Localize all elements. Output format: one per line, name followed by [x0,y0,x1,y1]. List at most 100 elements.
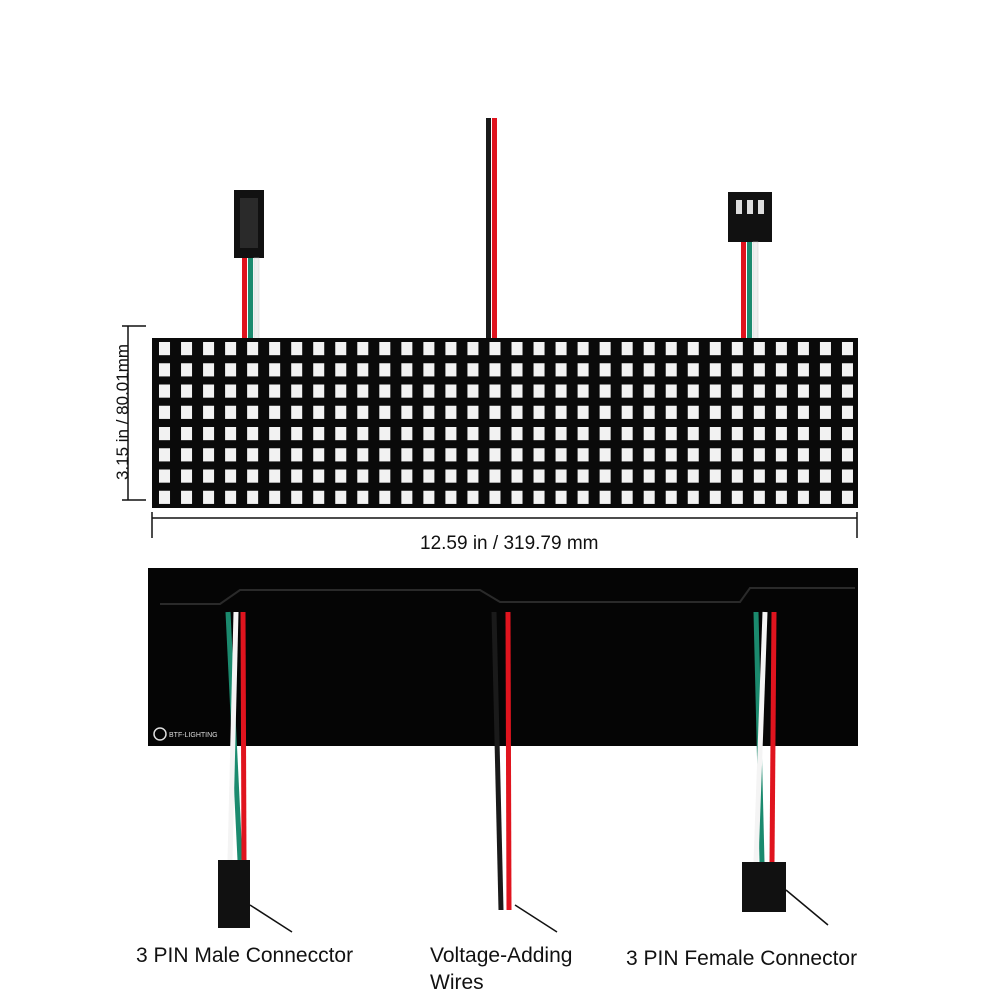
led [225,490,237,504]
led [599,405,611,419]
led [621,363,633,377]
led [577,448,589,462]
led [181,405,193,419]
led [555,448,567,462]
led [489,448,501,462]
led [445,469,457,483]
led [313,448,325,462]
led [665,363,677,377]
led [225,448,237,462]
led [643,490,655,504]
dimension-lines [122,325,858,538]
top-voltage-wires [486,118,497,340]
led [577,427,589,441]
led [753,448,765,462]
led [797,363,809,377]
led [709,363,721,377]
led [533,469,545,483]
led [841,490,853,504]
led [599,384,611,398]
female-connector-label: 3 PIN Female Connector [626,947,858,970]
led [577,405,589,419]
led [643,469,655,483]
led [819,448,831,462]
led [247,490,259,504]
led [819,384,831,398]
led [709,405,721,419]
led [577,490,589,504]
led [269,363,281,377]
led [753,469,765,483]
back-male-wires [218,611,293,933]
back-female-wires [742,611,829,926]
led [797,469,809,483]
led [423,363,435,377]
led [291,405,303,419]
led [819,490,831,504]
led [445,342,457,356]
led [401,448,413,462]
led [467,448,479,462]
led [555,405,567,419]
male-connector-label: 3 PIN Male Connecctor [136,944,354,967]
led [247,405,259,419]
led [335,448,347,462]
led [731,427,743,441]
led [423,384,435,398]
led [687,363,699,377]
led [533,363,545,377]
led [555,363,567,377]
led [423,427,435,441]
led [753,405,765,419]
led [775,342,787,356]
led [335,342,347,356]
led [775,427,787,441]
led [225,469,237,483]
led [467,427,479,441]
brand-text: BTF-LIGHTING [169,732,218,739]
led [841,342,853,356]
led [687,342,699,356]
brand-logo-icon [153,727,167,741]
led [159,448,171,462]
led [379,363,391,377]
led [291,469,303,483]
led-grid [159,342,853,504]
led [797,448,809,462]
back-board [148,568,858,746]
led [687,490,699,504]
led [335,384,347,398]
led [357,384,369,398]
led [335,427,347,441]
led [489,490,501,504]
led [357,405,369,419]
led [643,405,655,419]
led [533,448,545,462]
led [841,405,853,419]
led [247,469,259,483]
led [445,363,457,377]
led [511,363,523,377]
led [445,405,457,419]
led [203,448,215,462]
led [643,448,655,462]
led [401,427,413,441]
led [599,448,611,462]
led [225,363,237,377]
led [841,363,853,377]
led [159,490,171,504]
led [621,405,633,419]
led [665,342,677,356]
led [291,490,303,504]
led [687,448,699,462]
back-voltage-wires [491,611,558,933]
led [731,469,743,483]
led [797,342,809,356]
led [291,342,303,356]
led [599,490,611,504]
led [621,469,633,483]
height-dimension: 3.15 in / 80.01mm [113,343,132,481]
led [841,427,853,441]
voltage-wires-label-line2: Wires [430,971,484,994]
led [819,469,831,483]
